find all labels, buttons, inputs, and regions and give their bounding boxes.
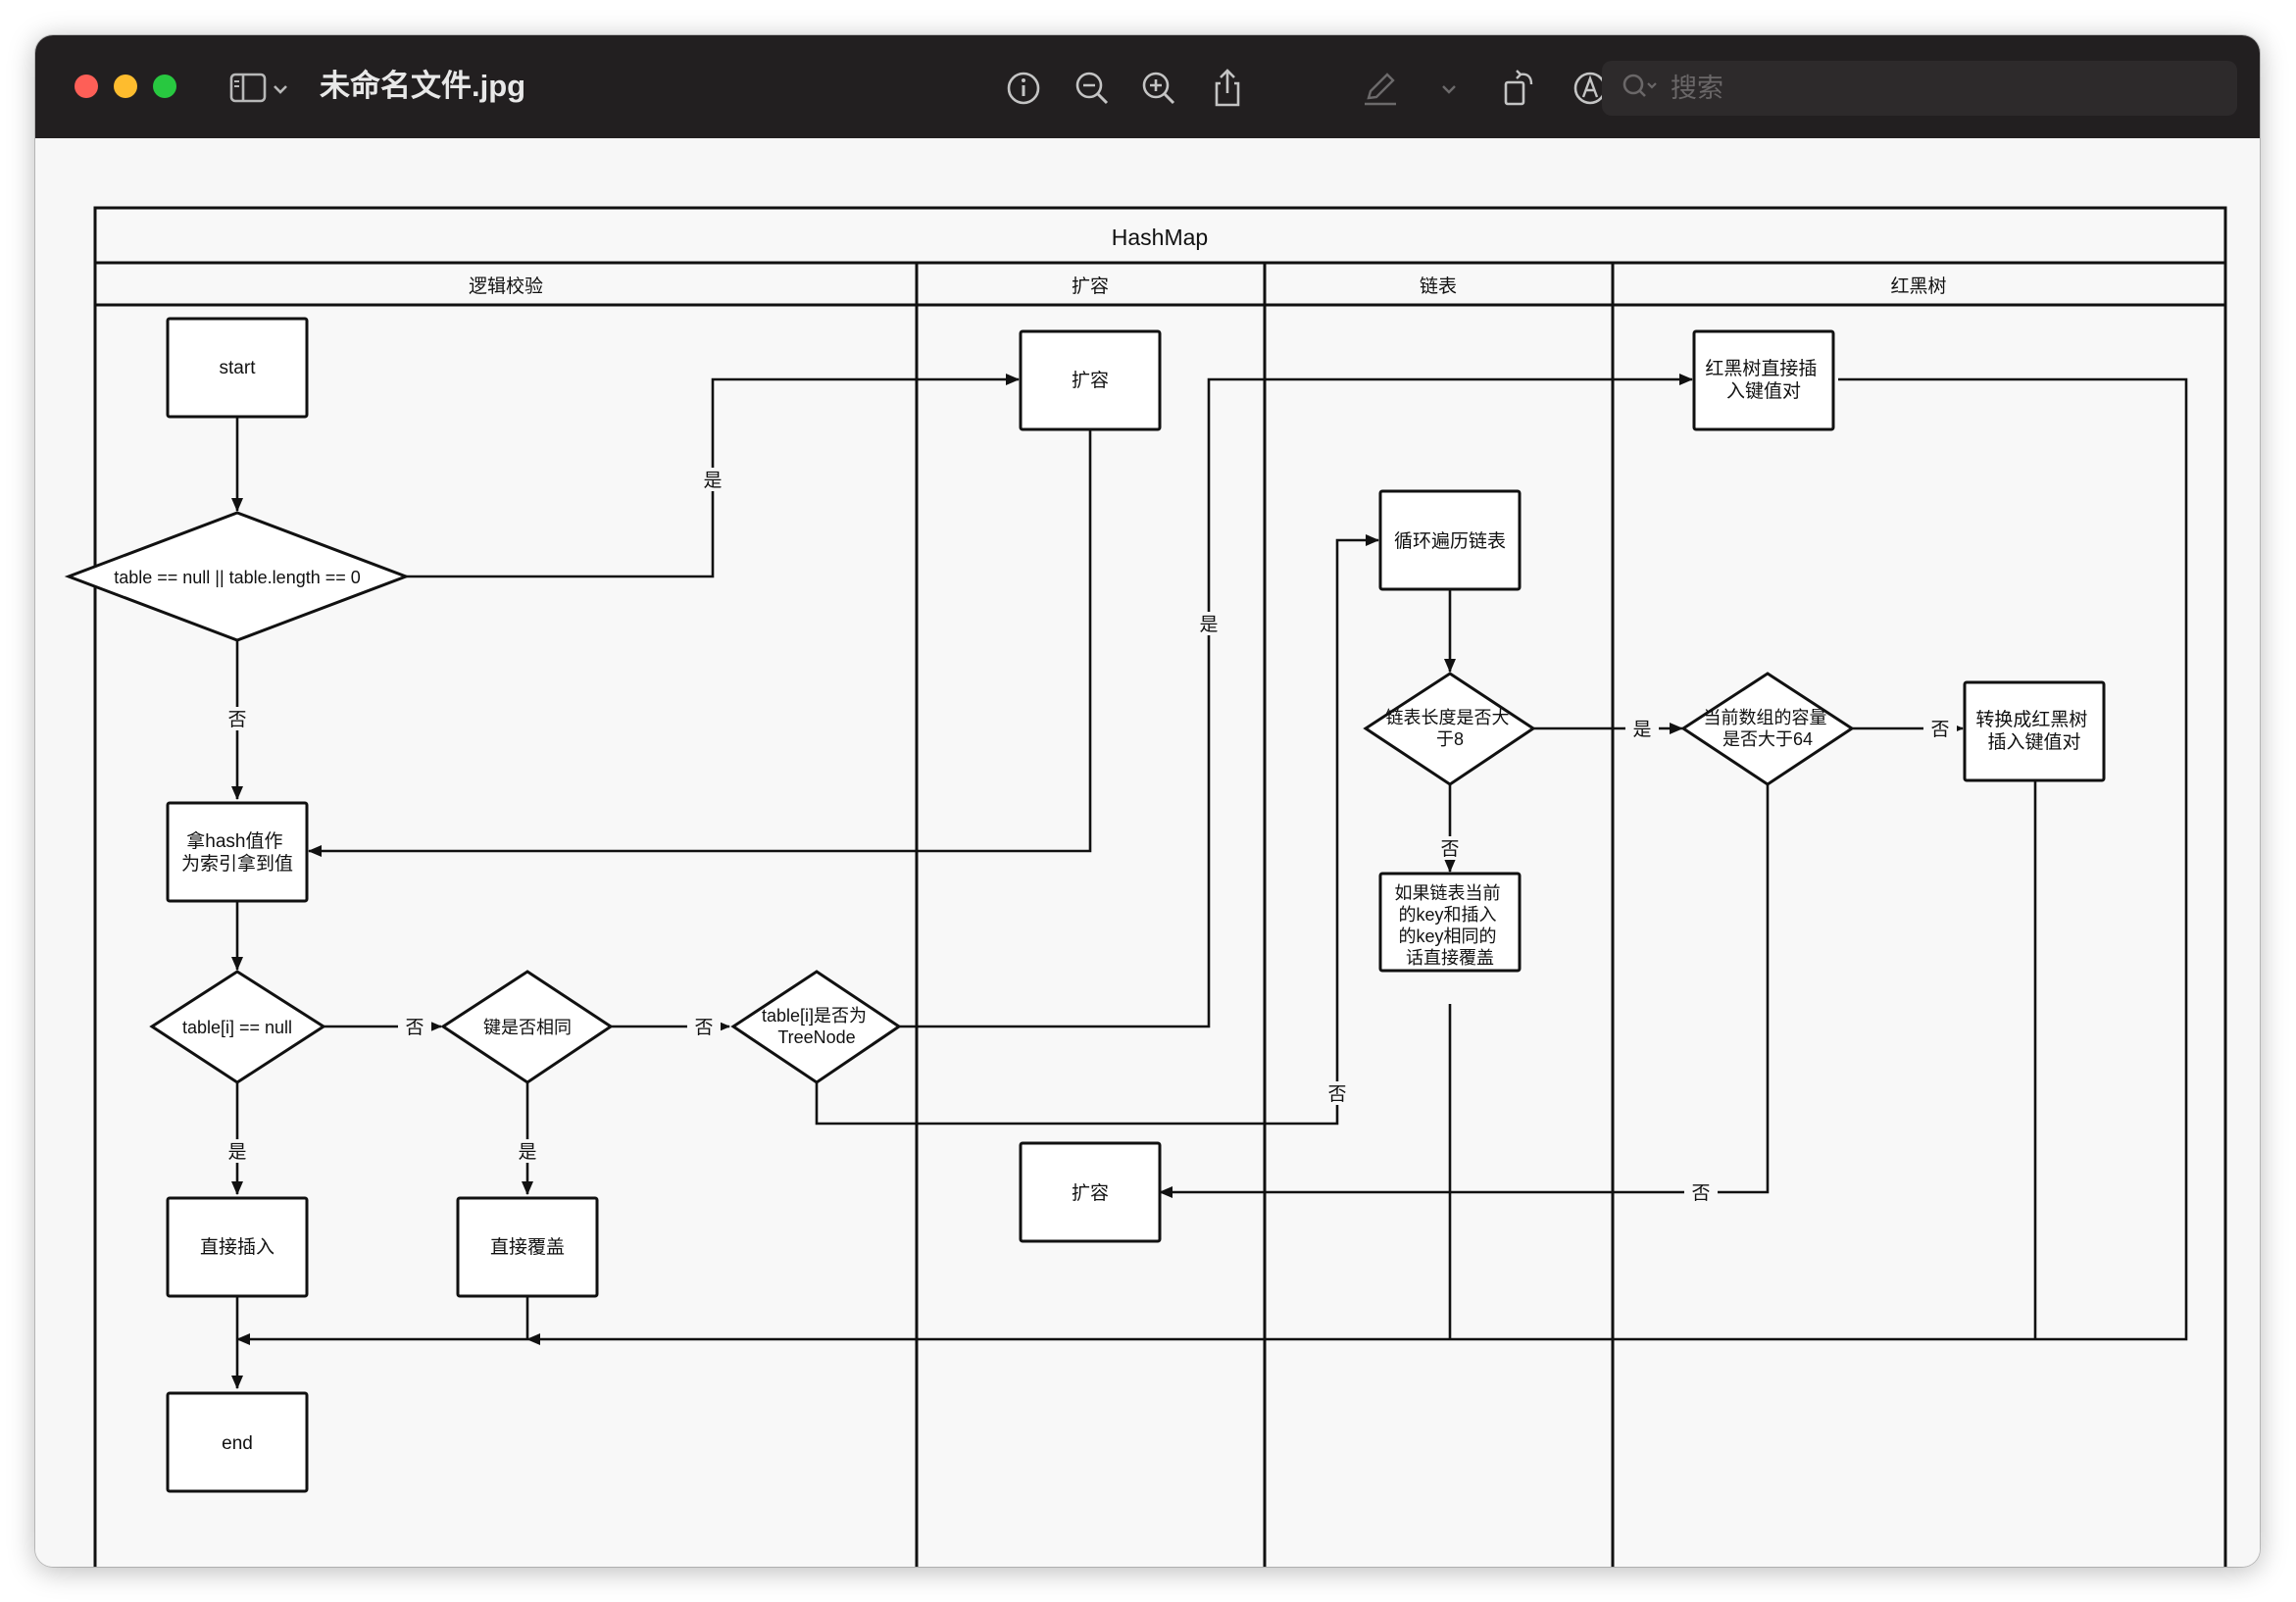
- edge-label-no: 否: [1930, 720, 1949, 740]
- node-direct-overwrite: 直接覆盖: [456, 1196, 599, 1298]
- node-get-by-hash-label: 拿hash值作 为索引拿到值: [181, 829, 293, 875]
- node-check-list-length: 链表长度是否大 于8: [1363, 672, 1536, 786]
- node-get-by-hash: 拿hash值作 为索引拿到值: [166, 801, 309, 903]
- lane-header-resize: 扩容: [1072, 275, 1109, 297]
- edge-label-no: 否: [1327, 1084, 1346, 1105]
- diagram-title: HashMap: [1112, 225, 1208, 250]
- zoom-out-icon[interactable]: [1067, 63, 1118, 114]
- maximize-button[interactable]: [153, 75, 176, 98]
- rotate-icon[interactable]: [1494, 63, 1545, 114]
- edge-label-yes: 是: [1199, 615, 1218, 635]
- document-title: 未命名文件.jpg: [320, 69, 526, 103]
- node-check-list-length-label: 链表长度是否大 于8: [1385, 708, 1514, 749]
- node-tree-insert-label: 红黑树直接插 入键值对: [1705, 358, 1822, 402]
- node-resize-top-label: 扩容: [1072, 370, 1109, 391]
- node-end: end: [166, 1391, 309, 1493]
- edges: [231, 374, 2188, 1389]
- search-placeholder: 搜索: [1671, 74, 1723, 103]
- edge-resize-to-hash: [308, 427, 1092, 857]
- edge-label-no: 否: [405, 1018, 424, 1038]
- node-check-key-same: 键是否相同: [440, 970, 614, 1084]
- search-input[interactable]: 搜索: [1602, 61, 2237, 116]
- node-direct-insert-label: 直接插入: [200, 1236, 275, 1258]
- node-check-table: table == null || table.length == 0: [64, 511, 411, 642]
- share-icon[interactable]: [1202, 63, 1253, 114]
- lane-header-linked-list: 链表: [1420, 275, 1457, 297]
- edge-label-no: 否: [1691, 1183, 1710, 1204]
- chevron-down-icon[interactable]: [263, 63, 298, 114]
- close-button[interactable]: [75, 75, 98, 98]
- node-check-capacity: 当前数组的容量 是否大于64: [1680, 672, 1855, 786]
- edge-label-yes: 是: [1632, 720, 1651, 740]
- edge-capacity-no-to-resize: [1159, 784, 1770, 1198]
- node-tree-insert: 红黑树直接插 入键值对: [1692, 329, 1835, 431]
- node-end-label: end: [222, 1433, 253, 1454]
- node-resize-bottom: 扩容: [1019, 1141, 1162, 1243]
- edge-label-no: 否: [694, 1018, 713, 1038]
- lane-header-red-black-tree: 红黑树: [1890, 275, 1946, 297]
- node-resize-bottom-label: 扩容: [1072, 1182, 1109, 1204]
- node-check-slot-null: table[i] == null: [149, 970, 326, 1084]
- node-check-slot-null-label: table[i] == null: [182, 1018, 292, 1037]
- node-check-treenode-label: table[i]是否为 TreeNode: [762, 1006, 872, 1047]
- info-icon[interactable]: [998, 63, 1049, 114]
- edge-labels: 是 否 是 否 否 是 是 否 否 是 否: [221, 468, 1957, 1204]
- hashmap-flowchart: HashMap 逻辑校验 扩容 链表 红黑树: [64, 206, 2227, 1567]
- node-convert-tree-label: 转换成红黑树 插入键值对: [1975, 709, 2092, 753]
- edge-treenode-no-to-loop: [815, 534, 1379, 1126]
- markup-pen-icon[interactable]: [1355, 63, 1406, 114]
- chevron-down-icon[interactable]: [1431, 63, 1467, 114]
- node-direct-insert: 直接插入: [166, 1196, 309, 1298]
- node-check-table-label: table == null || table.length == 0: [114, 568, 361, 587]
- node-start-label: start: [220, 358, 257, 378]
- node-direct-overwrite-label: 直接覆盖: [490, 1236, 565, 1258]
- edge-label-yes: 是: [518, 1142, 536, 1163]
- node-check-key-same-label: 键是否相同: [483, 1018, 572, 1037]
- search-icon: [1616, 65, 1661, 110]
- sidebar-icon[interactable]: [224, 63, 275, 114]
- title-bar: 未命名文件.jpg 搜索: [35, 35, 2260, 138]
- node-loop-list: 循环遍历链表: [1378, 489, 1522, 591]
- node-resize-top: 扩容: [1019, 329, 1162, 431]
- node-loop-list-label: 循环遍历链表: [1394, 530, 1506, 552]
- node-start: start: [166, 317, 309, 419]
- edge-treenode-yes-to-tree-insert: [899, 374, 1693, 1028]
- node-check-capacity-label: 当前数组的容量 是否大于64: [1703, 708, 1831, 749]
- edge-label-no: 否: [1440, 839, 1459, 860]
- edge-label-no: 否: [227, 710, 246, 730]
- node-check-treenode: table[i]是否为 TreeNode: [730, 970, 902, 1084]
- edge-label-yes: 是: [227, 1142, 246, 1163]
- lane-header-validation: 逻辑校验: [469, 275, 543, 297]
- image-canvas: HashMap 逻辑校验 扩容 链表 红黑树: [35, 138, 2260, 1567]
- preview-window: 未命名文件.jpg 搜索: [35, 35, 2260, 1567]
- zoom-in-icon[interactable]: [1133, 63, 1184, 114]
- node-list-overwrite: 如果链表当前 的key和插入 的key相同的 话直接覆盖: [1378, 872, 1522, 973]
- edge-tree-insert-to-merge: [526, 377, 2188, 1345]
- node-list-overwrite-label: 如果链表当前 的key和插入 的key相同的 话直接覆盖: [1394, 883, 1505, 968]
- minimize-button[interactable]: [114, 75, 137, 98]
- edge-label-yes: 是: [703, 471, 722, 491]
- node-convert-tree: 转换成红黑树 插入键值对: [1963, 680, 2106, 782]
